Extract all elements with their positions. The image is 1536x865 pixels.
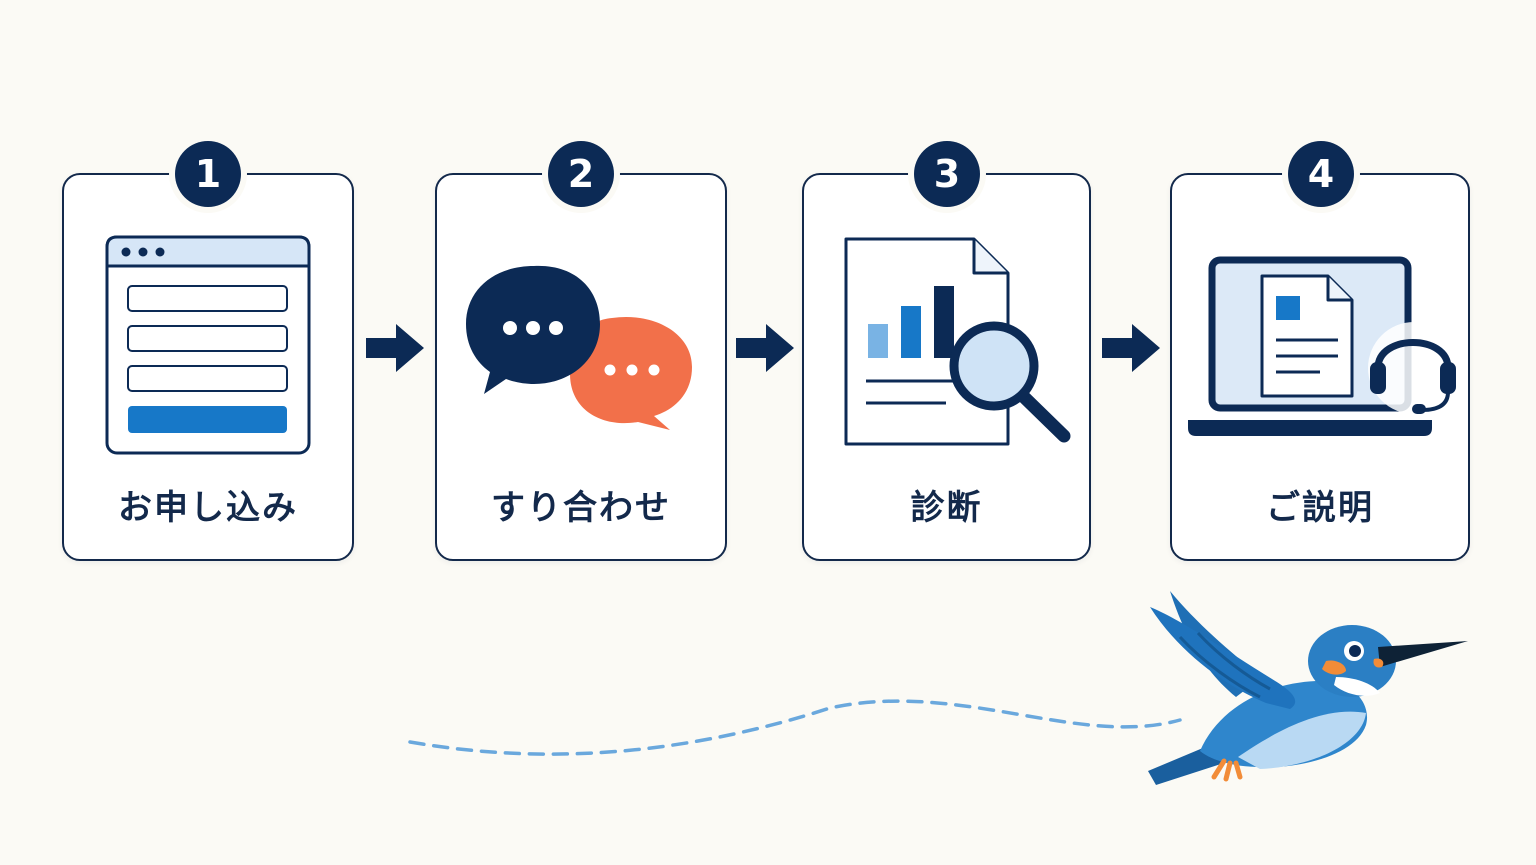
arrow-right-icon — [1102, 324, 1160, 372]
chat-bubbles-icon — [466, 265, 692, 430]
step-1-number: 1 — [175, 141, 241, 207]
laptop-headset-icon — [1188, 256, 1458, 436]
dashed-flight-path — [408, 699, 1182, 756]
arrow-right-icon — [366, 324, 424, 372]
form-window-icon — [105, 235, 311, 455]
step-4-label: ご説明 — [1266, 488, 1374, 528]
step-1-label: お申し込み — [118, 488, 298, 528]
step-2-number: 2 — [548, 141, 614, 207]
report-magnifier-icon — [844, 237, 1071, 446]
step-2-label: すり合わせ — [491, 488, 671, 528]
step-3-label: 診断 — [910, 488, 983, 528]
arrow-right-icon — [736, 324, 794, 372]
step-3-number: 3 — [914, 141, 980, 207]
kingfisher-icon — [1148, 591, 1468, 785]
step-4-number: 4 — [1288, 141, 1354, 207]
